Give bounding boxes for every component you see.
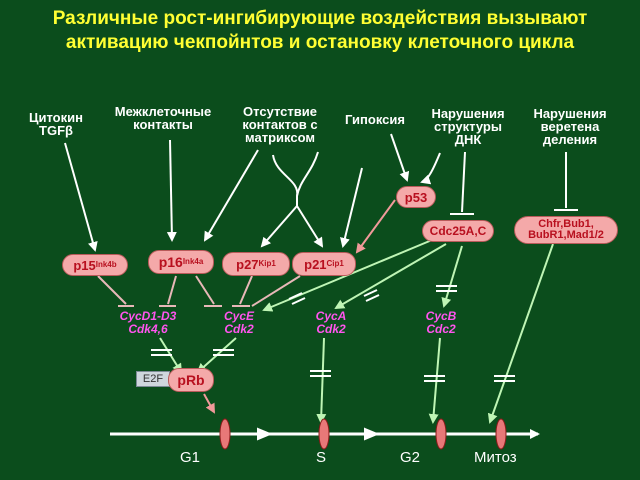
stimulus-hypoxia: Гипоксия [336, 113, 414, 126]
stimulus-matrix-line3: матриксом [245, 130, 315, 145]
arrow-cdc25-cyca [334, 243, 447, 310]
prb-label: pRb [177, 372, 205, 388]
e2f-box: E2F [136, 371, 170, 387]
inhibit-dna-cdc25 [461, 151, 466, 213]
stimulus-cytokine-line2: TGFβ [39, 123, 73, 138]
checkpoints [219, 418, 507, 450]
arrow-cyca-s [316, 337, 327, 424]
chfr-bub-node: Chfr,Bub1, BubR1,Mad1/2 [514, 216, 618, 244]
p53-label: p53 [404, 189, 428, 205]
arrow-chfr-mitosis [487, 243, 554, 424]
p21-label: p21 [304, 256, 327, 272]
cycb-label: CycB [425, 309, 457, 323]
p53-node: p53 [396, 186, 436, 208]
e2f-label: E2F [142, 373, 164, 385]
cdc25-node: Cdc25A,C [422, 220, 494, 242]
cdc2-label: Cdc2 [426, 322, 456, 336]
stimulus-spindle: Нарушения веретена деления [524, 107, 616, 146]
hash-marks [151, 285, 515, 382]
p15-sup: Ink4b [95, 259, 117, 269]
cyce-label: CycE [223, 309, 255, 323]
p27-label: p27 [236, 256, 259, 272]
arrow-cdc25-cycb [441, 245, 463, 308]
stimulus-cytokine-line1: Цитокин [29, 110, 83, 125]
cycd-label: CycD1-D3 [119, 309, 177, 323]
arrow-dna-p53 [420, 152, 441, 185]
stimulus-matrix-line2: контактов с [242, 117, 318, 132]
cyce-cdk2-complex: CycE Cdk2 [214, 310, 264, 336]
stimulus-dna: Нарушения структуры ДНК [422, 107, 514, 146]
stimulus-contacts: Межклеточные контакты [104, 105, 222, 131]
arrow-hypoxia-p53 [390, 133, 410, 182]
stimulus-spindle-line1: Нарушения [533, 106, 607, 121]
checkpoint-g2 [435, 418, 447, 450]
cki-inhibitions [97, 275, 301, 307]
cdc25-label: Cdc25A,C [429, 224, 487, 238]
p16-label: p16 [158, 254, 183, 270]
title-line-1: Различные рост-ингибирующие воздействия … [52, 8, 588, 29]
arrow-cytokine-p15 [64, 142, 98, 252]
cdk2-e-label: Cdk2 [224, 322, 254, 336]
stimulus-matrix-line1: Отсутствие [243, 104, 317, 119]
cdk46-label: Cdk4,6 [128, 322, 168, 336]
cdc25-activations [262, 239, 463, 312]
cycd-cdk46-complex: CycD1-D3 Cdk4,6 [108, 310, 188, 336]
title-line-2: активацию чекпойнтов и остановку клеточн… [65, 32, 575, 53]
prb-node: pRb [168, 368, 214, 392]
arrow-fork-p27 [260, 205, 298, 248]
cycb-cdc2-complex: CycB Cdc2 [416, 310, 466, 336]
cyca-cdk2-complex: CycA Cdk2 [306, 310, 356, 336]
phase-mitosis: Митоз [474, 449, 517, 466]
p15-label: p15 [73, 257, 96, 273]
fork-right [296, 151, 319, 197]
phase-s: S [316, 449, 327, 466]
cyca-label: CycA [315, 309, 347, 323]
stimulus-spindle-line2: веретена [540, 119, 600, 134]
stimulus-contacts-line2: контакты [133, 117, 193, 132]
chfr-line1: Chfr,Bub1, [538, 218, 594, 230]
phase-g1: G1 [180, 449, 201, 466]
inhibit-p15-cycd [97, 275, 127, 305]
stimulus-dna-line3: ДНК [454, 132, 482, 147]
stimulus-dna-line2: структуры [434, 119, 502, 134]
arrow-p53-p21 [355, 199, 396, 254]
stimulus-inhibitions [450, 151, 578, 215]
cdk2-a-label: Cdk2 [316, 322, 346, 336]
arrow-hypoxia-p21 [340, 167, 363, 248]
stimulus-cytokine: Цитокин TGFβ [20, 111, 92, 137]
arrow-matrix-p16 [203, 149, 259, 242]
p21-sup: Cip1 [326, 258, 344, 268]
arrow-prb-g1 [203, 393, 215, 414]
timeline-arrowheads [257, 427, 380, 441]
fork-left [272, 154, 299, 197]
stimulus-spindle-line3: деления [542, 132, 598, 147]
stimulus-dna-line1: Нарушения [431, 106, 505, 121]
p27-sup: Kip1 [258, 258, 276, 268]
checkpoint-s [318, 418, 330, 450]
arrow-contacts-p16 [166, 139, 177, 242]
stimulus-matrix: Отсутствие контактов с матриксом [230, 105, 330, 144]
chfr-line2: BubR1,Mad1/2 [528, 229, 604, 241]
stimulus-contacts-line1: Межклеточные [114, 104, 212, 119]
p16-sup: Ink4a [182, 256, 204, 266]
stimulus-arrows [64, 133, 441, 252]
inhibit-p16-cycd [167, 275, 177, 305]
arrow-fork-p21 [296, 205, 324, 248]
inhibit-p21-cyce [251, 275, 301, 307]
phase-g2: G2 [400, 449, 421, 466]
inhibit-p16-cyce [195, 275, 215, 305]
stimulus-hypoxia-label: Гипоксия [345, 112, 405, 127]
checkpoint-g1 [219, 418, 231, 450]
inhibit-p27-cyce [239, 275, 253, 305]
checkpoint-mitosis [495, 418, 507, 450]
